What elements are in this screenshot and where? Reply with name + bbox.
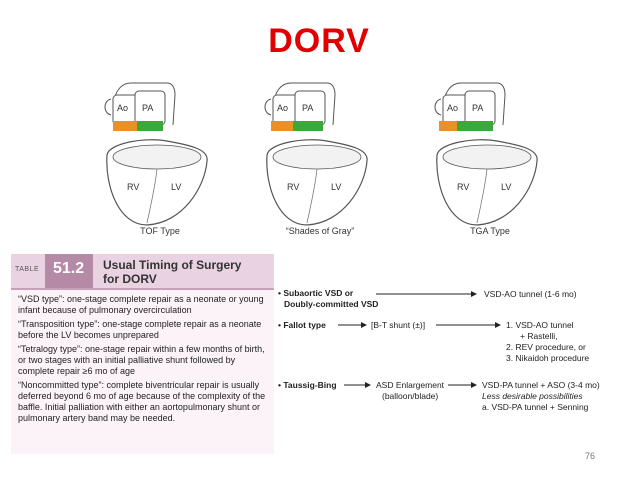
aorta-root	[439, 121, 457, 131]
aorta-root	[271, 121, 293, 131]
pa-label: PA	[472, 103, 483, 113]
pulmonary-root	[293, 121, 323, 131]
page-number: 76	[585, 451, 596, 461]
pulmonary-root	[137, 121, 163, 131]
rv-label: RV	[127, 182, 139, 192]
flow-option-3: 3. Nikaidoh procedure	[506, 353, 589, 363]
ao-label: Ao	[277, 103, 288, 113]
ao-label: Ao	[447, 103, 458, 113]
heart-diagram-tga: Ao PA RV LV	[434, 82, 538, 226]
flow-option-2: 2. REV procedure, or	[506, 342, 586, 352]
table-row: “Noncommitted type”: complete biventricu…	[18, 380, 266, 423]
pa-label: PA	[302, 103, 313, 113]
heart-caption-tof: TOF Type	[140, 226, 180, 236]
lv-label: LV	[331, 182, 341, 192]
flow-option-1b: + Rastelli,	[520, 331, 558, 341]
lv-label: LV	[501, 182, 511, 192]
aorta-root	[113, 121, 139, 131]
surgery-timing-table: TABLE 51.2 Usual Timing of Surgery for D…	[11, 254, 274, 454]
table-number: 51.2	[53, 260, 85, 277]
surgical-flowchart: • Subaortic VSD or Doubly-committed VSD …	[278, 288, 600, 412]
rv-label: RV	[287, 182, 299, 192]
slide-title: DORV	[268, 22, 370, 60]
table-row: “Transposition type”: one-stage complete…	[18, 319, 262, 340]
flow-asd-enlargement: ASD Enlargement	[376, 380, 445, 390]
flow-vsd-pa-tunnel-aso: VSD-PA tunnel + ASO (3-4 mo)	[482, 380, 600, 390]
table-title: Usual Timing of Surgery for DORV	[103, 258, 242, 286]
table-row: “VSD type”: one-stage complete repair as…	[18, 294, 264, 315]
flow-taussig-bing: • Taussig-Bing	[278, 380, 337, 390]
flow-doubly-committed-vsd: Doubly-committed VSD	[284, 299, 378, 309]
flow-bt-shunt: [B-T shunt (±)]	[371, 320, 425, 330]
flow-option-1: 1. VSD-AO tunnel	[506, 320, 574, 330]
pulmonary-root	[457, 121, 493, 131]
flow-subaortic-vsd: • Subaortic VSD or	[278, 288, 354, 298]
heart-caption-tga: TGA Type	[470, 226, 510, 236]
flow-fallot-type: • Fallot type	[278, 320, 326, 330]
flow-vsd-ao-tunnel: VSD-AO tunnel (1-6 mo)	[484, 289, 577, 299]
flow-senning: a. VSD-PA tunnel + Senning	[482, 402, 589, 412]
flow-balloon-blade: (balloon/blade)	[382, 391, 438, 401]
rv-label: RV	[457, 182, 469, 192]
heart-diagram-tof: Ao PA RV LV	[104, 82, 208, 226]
flow-less-desirable: Less desirable possibilities	[482, 391, 583, 401]
pa-label: PA	[142, 103, 153, 113]
heart-caption-shades-of-gray: “Shades of Gray”	[285, 226, 355, 236]
heart-diagram-shades-of-gray: Ao PA RV LV	[264, 82, 368, 226]
table-tag: TABLE	[15, 266, 40, 273]
table-header: TABLE 51.2 Usual Timing of Surgery for D…	[11, 254, 274, 288]
table-body: “VSD type”: one-stage complete repair as…	[18, 294, 272, 427]
ao-label: Ao	[117, 103, 128, 113]
table-row: “Tetralogy type”: one-stage repair withi…	[18, 344, 265, 376]
lv-label: LV	[171, 182, 181, 192]
